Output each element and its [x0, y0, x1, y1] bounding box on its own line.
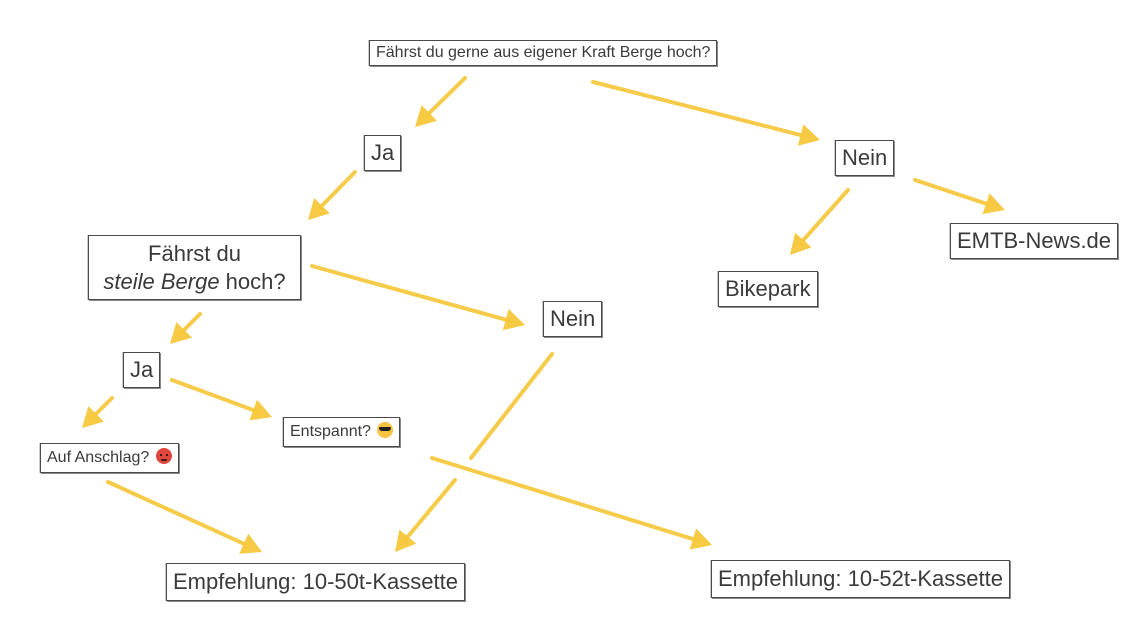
- question-main-text: Fährst du gerne aus eigener Kraft Berge …: [376, 44, 711, 61]
- recommendation-52-box: Empfehlung: 10-52t-Kassette: [711, 560, 1010, 598]
- arrow-nein-1-to-emtb-news: [913, 178, 1005, 215]
- question-main-box: Fährst du gerne aus eigener Kraft Berge …: [369, 40, 718, 66]
- arrow-steep-to-nein-2: [310, 264, 525, 331]
- arrow-question-to-nein-1: [591, 80, 820, 146]
- arrow-question-to-ja-1: [415, 76, 467, 127]
- angry-face-icon: [155, 448, 172, 464]
- arrow-ja-2-to-entspannt: [170, 378, 272, 421]
- answer-ja-2-text: Ja: [130, 357, 154, 382]
- arrow-anschlag-to-rec-50: [106, 480, 262, 554]
- entspannt-text: Entspannt?: [290, 423, 371, 440]
- arrow-to-rec-50: [395, 478, 457, 552]
- recommendation-50-box: Empfehlung: 10-50t-Kassette: [166, 563, 465, 601]
- recommendation-52-text: Empfehlung: 10-52t-Kassette: [718, 566, 1003, 591]
- recommendation-50-text: Empfehlung: 10-50t-Kassette: [173, 569, 458, 594]
- question-steep-italic: steile Berge: [103, 268, 220, 294]
- question-steep-line2: steile Berge hoch?: [93, 268, 296, 296]
- bikepark-box: Bikepark: [718, 271, 818, 307]
- answer-nein-1-box: Nein: [835, 140, 895, 176]
- question-steep-line1: Fährst du: [148, 241, 241, 266]
- arrow-ja-1-to-question-steep: [308, 170, 357, 220]
- arrow-nein-1-to-bikepark: [790, 188, 850, 255]
- emtb-news-text: EMTB-News.de: [957, 228, 1112, 253]
- question-steep-suffix: hoch?: [219, 268, 286, 294]
- arrow-nein-2-line: [469, 352, 554, 460]
- question-steep-box: Fährst du steile Berge hoch?: [88, 235, 301, 300]
- entspannt-box: Entspannt?: [283, 417, 401, 447]
- arrow-ja-2-to-auf-anschlag: [82, 396, 114, 428]
- bikepark-text: Bikepark: [725, 276, 811, 301]
- auf-anschlag-box: Auf Anschlag?: [40, 443, 179, 473]
- answer-nein-2-box: Nein: [543, 301, 603, 337]
- arrow-entspannt-to-rec-52: [430, 456, 712, 550]
- auf-anschlag-text: Auf Anschlag?: [47, 449, 150, 466]
- answer-ja-2-box: Ja: [123, 352, 161, 388]
- arrow-steep-to-ja-2: [170, 312, 202, 344]
- answer-nein-2-text: Nein: [550, 306, 596, 331]
- smiling-face-with-sunglasses-icon: [377, 422, 394, 438]
- emtb-news-box: EMTB-News.de: [950, 223, 1119, 259]
- answer-ja-1-box: Ja: [364, 135, 402, 171]
- answer-ja-1-text: Ja: [371, 140, 395, 165]
- answer-nein-1-text: Nein: [842, 145, 888, 170]
